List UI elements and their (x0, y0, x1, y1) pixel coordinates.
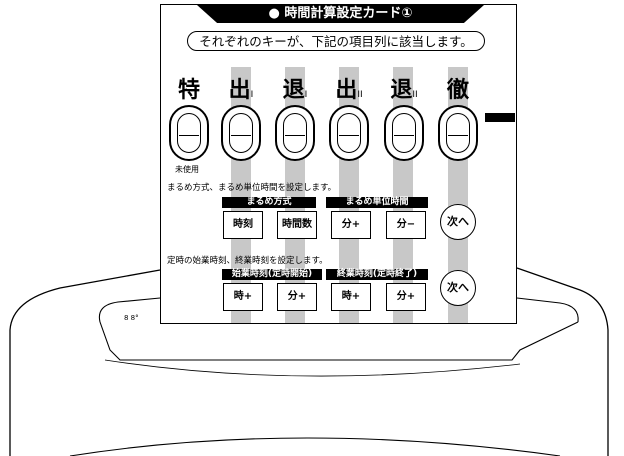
card-title-banner: ● 時間計算設定カード① (197, 5, 484, 23)
start-time-header: 始業時刻(定時開始) (222, 269, 322, 280)
rounding-minute-minus-button[interactable]: 分− (386, 211, 426, 239)
rounding-minute-plus-button[interactable]: 分+ (331, 211, 371, 239)
key-label-in-1: 出I (228, 78, 254, 103)
card-subtitle: それぞれのキーが、下記の項目列に該当します。 (199, 34, 473, 49)
end-hour-plus-button[interactable]: 時+ (331, 283, 371, 311)
key-special[interactable] (169, 105, 209, 161)
start-minute-plus-button[interactable]: 分+ (277, 283, 317, 311)
machine-indicator: 8 8° (124, 314, 139, 322)
card-subtitle-box: それぞれのキーが、下記の項目列に該当します。 (187, 31, 485, 51)
next-button-1[interactable]: 次へ (440, 204, 476, 240)
key-label-out-2: 退II (390, 78, 418, 103)
key-label-in-2: 出II (335, 78, 363, 103)
key-label-overnight: 徹 (446, 78, 469, 103)
key-out-2[interactable] (384, 105, 424, 161)
rounding-instruction: まるめ方式、まるめ単位時間を設定します。 (167, 183, 337, 193)
time-calc-settings-card: ● 時間計算設定カード① それぞれのキーが、下記の項目列に該当します。 特 出I… (160, 4, 517, 324)
start-hour-plus-button[interactable]: 時+ (223, 283, 263, 311)
key-label-out-1: 退I (282, 78, 308, 103)
schedule-instruction: 定時の始業時刻、終業時刻を設定します。 (167, 256, 328, 266)
key-in-1[interactable] (221, 105, 261, 161)
rounding-unit-header: まるめ単位時間 (326, 197, 428, 208)
next-button-2[interactable]: 次へ (440, 270, 476, 306)
card-title: ● 時間計算設定カード① (268, 6, 413, 21)
rounding-hours-button[interactable]: 時間数 (277, 211, 317, 239)
end-time-header: 終業時刻(定時終了) (326, 269, 428, 280)
rounding-method-header: まるめ方式 (222, 197, 316, 208)
card-position-marker (485, 113, 515, 122)
key-label-special: 特 (177, 78, 200, 103)
key-in-2[interactable] (329, 105, 369, 161)
unused-label: 未使用 (175, 165, 199, 174)
rounding-time-button[interactable]: 時刻 (223, 211, 263, 239)
key-out-1[interactable] (275, 105, 315, 161)
end-minute-plus-button[interactable]: 分+ (386, 283, 426, 311)
key-overnight[interactable] (438, 105, 478, 161)
